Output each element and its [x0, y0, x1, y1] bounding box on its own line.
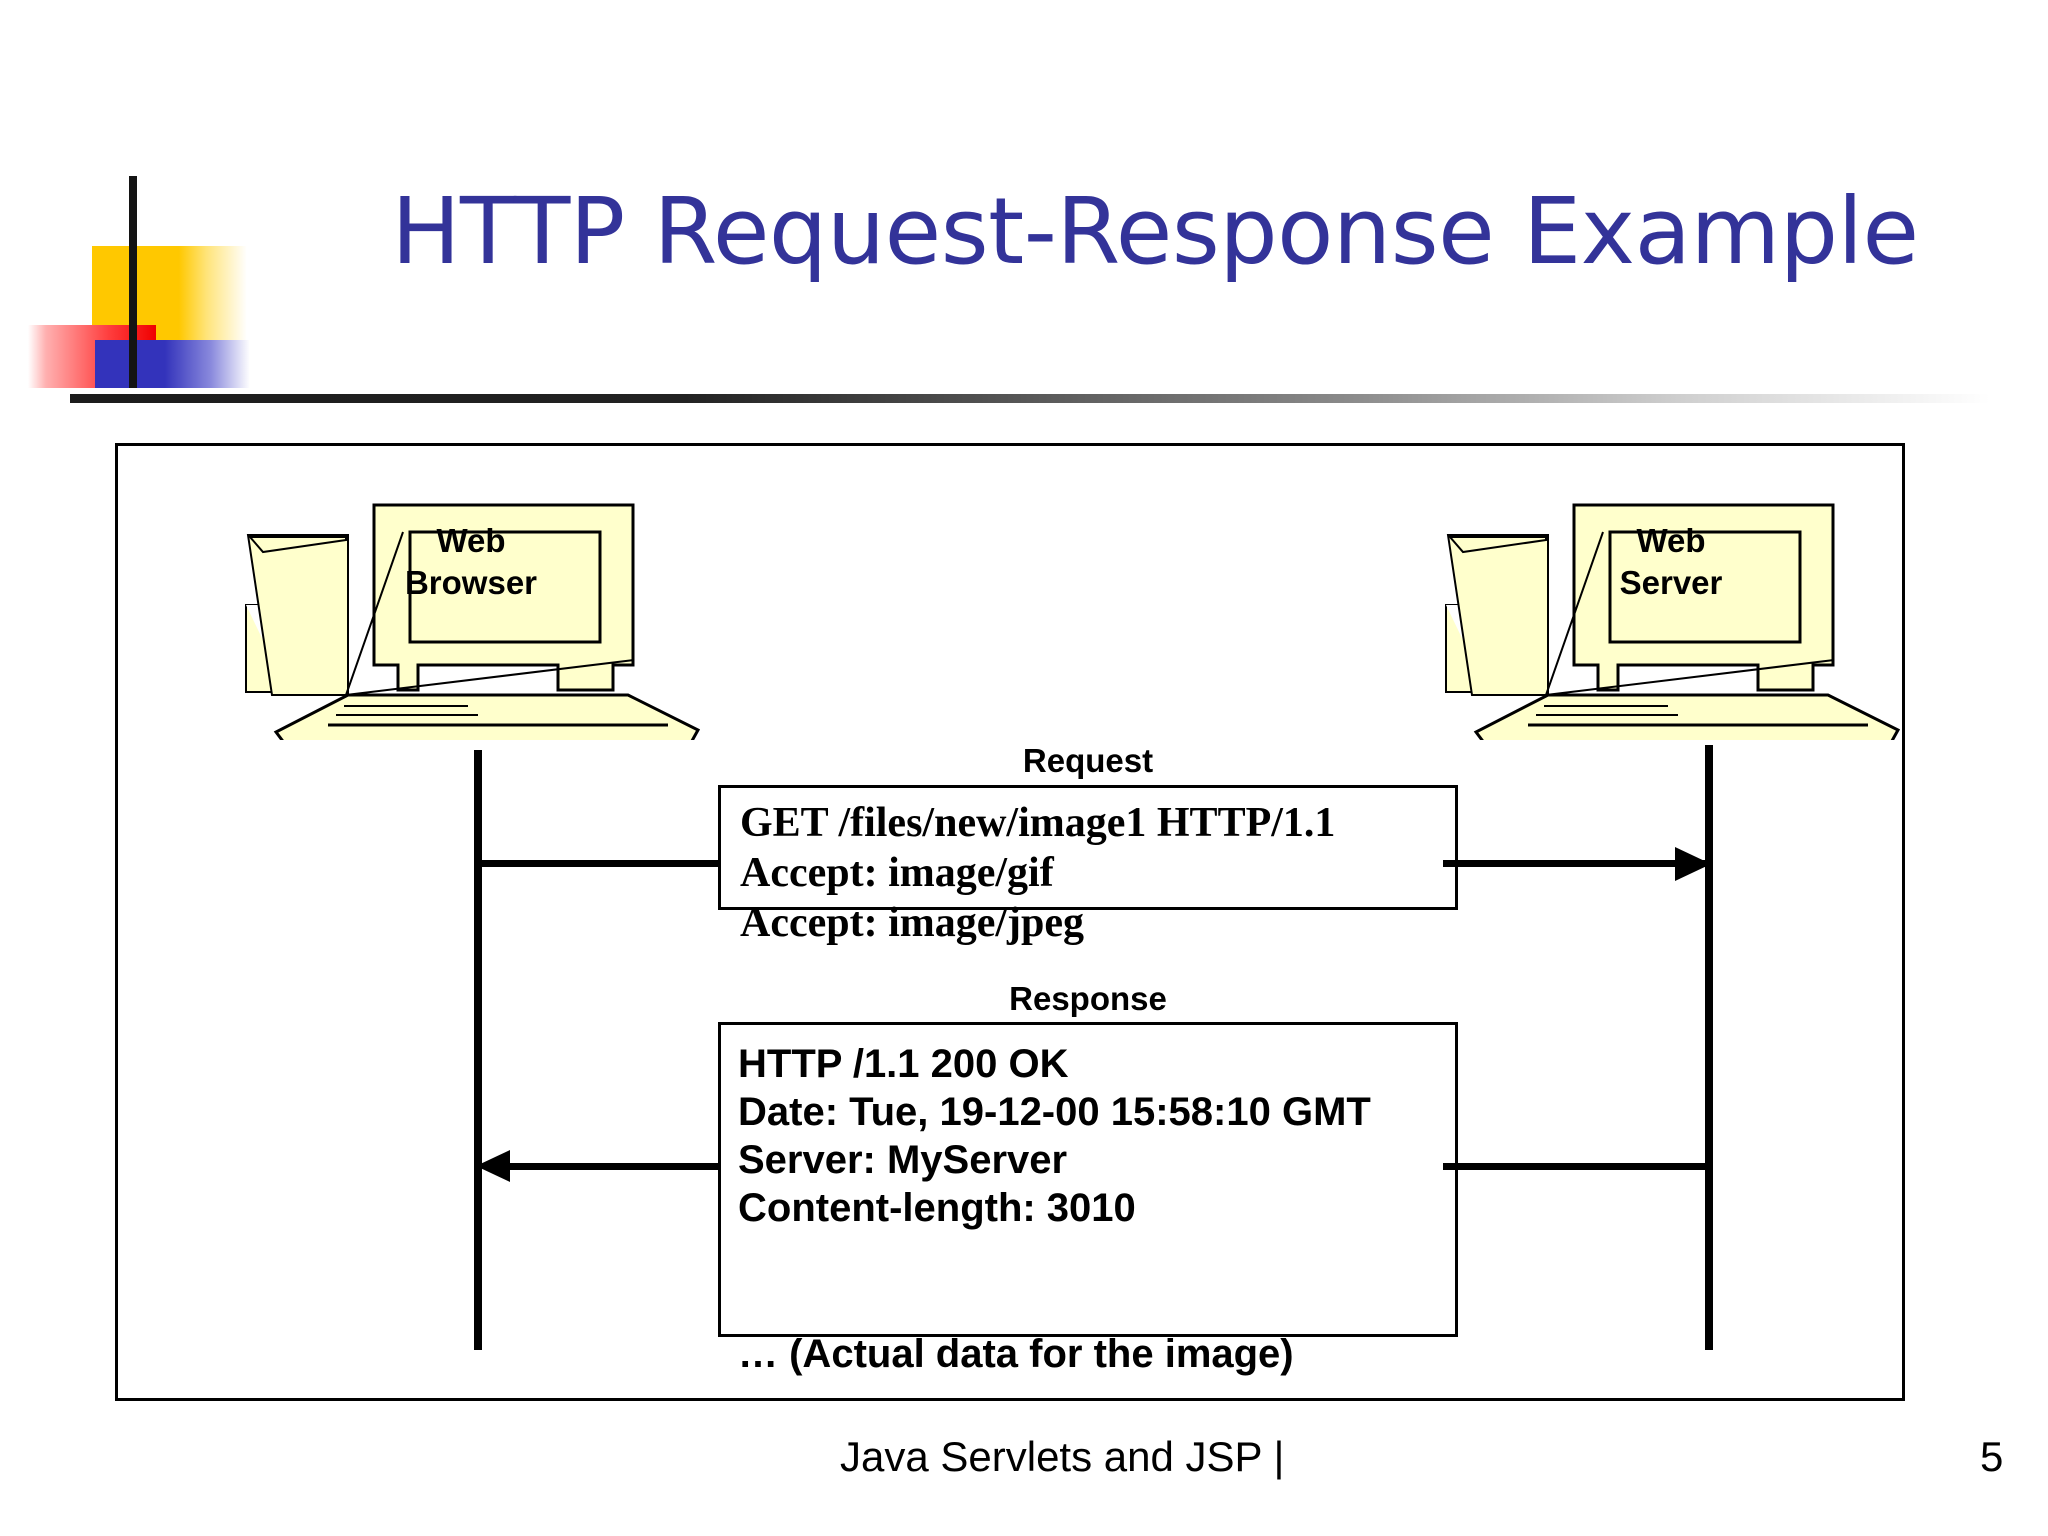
request-message-box — [718, 785, 1458, 910]
request-line-2: Accept: image/gif — [740, 850, 1054, 896]
diagram-frame — [115, 443, 1905, 1401]
decoration-vertical-rule-top — [129, 176, 137, 346]
request-arrow-segment-left — [478, 860, 718, 867]
page-title: HTTP Request-Response Example — [391, 178, 1919, 285]
response-caption: Response — [1009, 980, 1167, 1017]
response-line-3: Server: MyServer — [738, 1138, 1068, 1182]
response-arrow-segment-right — [1443, 1163, 1709, 1170]
response-line-2: Date: Tue, 19-12-00 15:58:10 GMT — [738, 1090, 1371, 1134]
request-caption: Request — [1022, 742, 1154, 779]
response-line-5: … (Actual data for the image) — [738, 1332, 1294, 1376]
decoration-vertical-rule-bottom — [129, 346, 137, 388]
response-line-1: HTTP /1.1 200 OK — [738, 1042, 1069, 1086]
decoration-blue-bar — [95, 340, 250, 388]
response-line-4: Content-length: 3010 — [738, 1186, 1136, 1230]
lifeline-browser — [474, 750, 482, 1350]
lifeline-server — [1705, 745, 1713, 1350]
computer-icon — [245, 503, 701, 740]
node-web-browser[interactable]: Web Browser — [228, 480, 728, 740]
request-arrow-segment-right — [1443, 860, 1709, 867]
response-message-box — [718, 1022, 1458, 1337]
request-line-1: GET /files/new/image1 HTTP/1.1 — [740, 800, 1336, 846]
computer-icon — [1445, 503, 1901, 740]
response-arrowhead-icon — [476, 1150, 510, 1182]
decoration-horizontal-rule — [70, 394, 1990, 403]
footer-page-number: 5 — [1980, 1433, 2004, 1480]
response-arrow-segment-left — [490, 1163, 720, 1170]
node-web-server[interactable]: Web Server — [1428, 480, 1928, 740]
request-line-3: Accept: image/jpeg — [740, 900, 1085, 946]
footer-title: Java Servlets and JSP | — [840, 1433, 1285, 1480]
request-arrowhead-icon — [1675, 847, 1711, 881]
